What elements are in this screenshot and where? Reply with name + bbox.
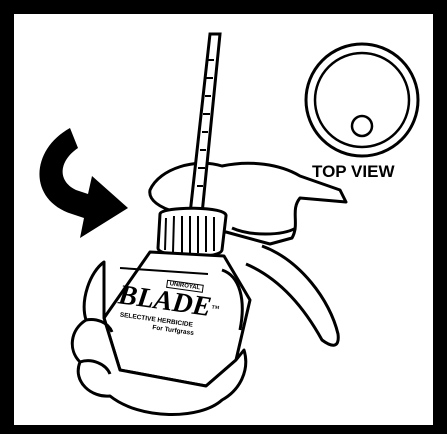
- bottle-label: UNIROYAL BLADE™ SELECTIVE HERBICIDE For …: [101, 270, 231, 366]
- bottle-cap: [158, 208, 226, 256]
- bottle-brand-trademark: ™: [210, 303, 219, 313]
- cap-top-view-icon: [306, 44, 418, 156]
- top-view-label: TOP VIEW: [312, 162, 395, 182]
- curved-arrow-icon: [40, 128, 129, 238]
